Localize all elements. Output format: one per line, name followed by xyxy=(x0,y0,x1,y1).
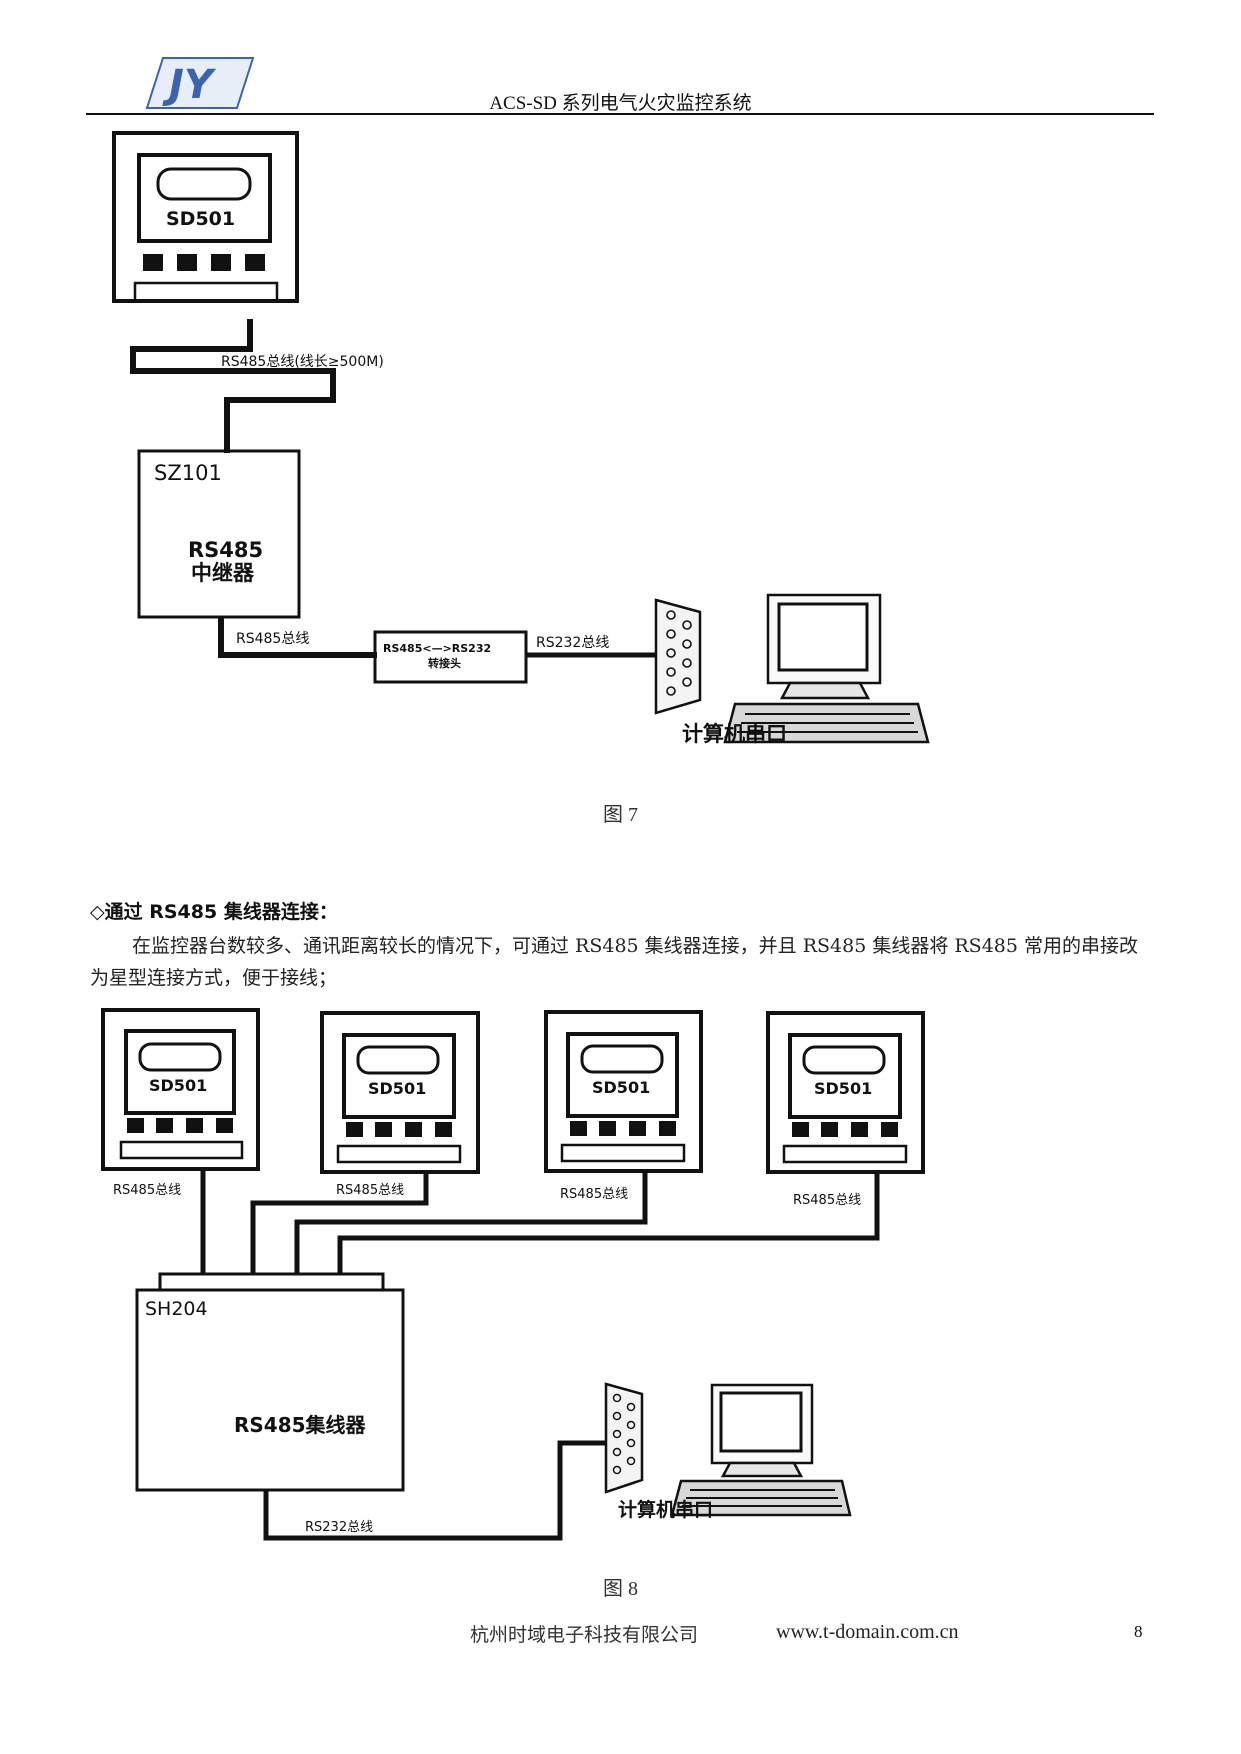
figure-7-diagram: SD501 RS485总线(线长≥500M) SZ101 RS485 中继器 R… xyxy=(112,131,930,746)
bus-label-4: RS485总线 xyxy=(793,1193,861,1208)
computer-label: 计算机串口 xyxy=(682,722,787,746)
header-title: ACS-SD 系列电气火灾监控系统 xyxy=(489,93,752,114)
logo-text: JY xyxy=(162,62,217,108)
rs485-bus-wire-2 xyxy=(250,1172,429,1274)
rs232-label: RS232总线 xyxy=(305,1520,373,1535)
sd501-monitor-2 xyxy=(320,1011,480,1174)
monitor-label-3: SD501 xyxy=(592,1078,650,1097)
figure-7-caption: 图 7 xyxy=(603,804,638,826)
monitor-label-1: SD501 xyxy=(149,1076,207,1095)
computer-icon xyxy=(670,1383,852,1517)
section-heading: ◇通过 RS485 集线器连接： xyxy=(90,901,338,923)
bus-label-3: RS232总线 xyxy=(536,635,609,651)
repeater-model: SZ101 xyxy=(154,461,222,485)
figure-8-diagram: SD501 SD501 SD501 SD501 RS485总线 RS485总线 … xyxy=(101,1008,925,1541)
sd501-monitor-4 xyxy=(766,1011,925,1174)
bus-label-3: RS485总线 xyxy=(560,1187,628,1202)
sd501-monitor xyxy=(112,131,299,303)
header-divider xyxy=(86,113,1154,115)
page-number: 8 xyxy=(1134,1622,1143,1641)
rs485-bus-line-1 xyxy=(130,319,336,453)
sh204-hub xyxy=(135,1272,405,1492)
footer-url[interactable]: www.t-domain.com.cn xyxy=(776,1621,959,1643)
monitor-label-4: SD501 xyxy=(814,1079,872,1098)
sd501-monitor-3 xyxy=(544,1010,703,1173)
rs232-bus-wire xyxy=(263,1440,612,1541)
bus-label-2: RS485总线 xyxy=(236,631,309,647)
rs485-bus-wire-3 xyxy=(294,1171,648,1274)
monitor-label-2: SD501 xyxy=(368,1079,426,1098)
bus-label-2: RS485总线 xyxy=(336,1183,404,1198)
computer-icon xyxy=(723,593,930,744)
converter-line1: RS485<—>RS232 xyxy=(383,642,491,655)
sd501-monitor-1 xyxy=(101,1008,260,1171)
monitor-label: SD501 xyxy=(166,208,235,230)
rs485-bus-wire-4 xyxy=(337,1172,880,1274)
company-logo: JY xyxy=(145,57,255,109)
bus-label-1: RS485总线(线长≥500M) xyxy=(221,354,384,370)
bus-label-1: RS485总线 xyxy=(113,1183,181,1198)
hub-model: SH204 xyxy=(145,1298,208,1320)
repeater-line1: RS485 xyxy=(188,538,263,562)
footer-company: 杭州时域电子科技有限公司 xyxy=(470,1624,699,1646)
db9-connector-icon xyxy=(654,598,702,715)
db9-connector-icon xyxy=(604,1382,644,1494)
section-paragraph: 在监控器台数较多、通讯距离较长的情况下，可通过 RS485 集线器连接，并且 R… xyxy=(90,935,1139,989)
figure-8-caption: 图 8 xyxy=(603,1578,638,1600)
repeater-line2: 中继器 xyxy=(191,561,255,585)
converter-line2: 转接头 xyxy=(428,656,461,670)
rs485-bus-line-2 xyxy=(218,617,377,658)
computer-label: 计算机串口 xyxy=(618,1498,713,1521)
hub-label: RS485集线器 xyxy=(234,1413,367,1437)
